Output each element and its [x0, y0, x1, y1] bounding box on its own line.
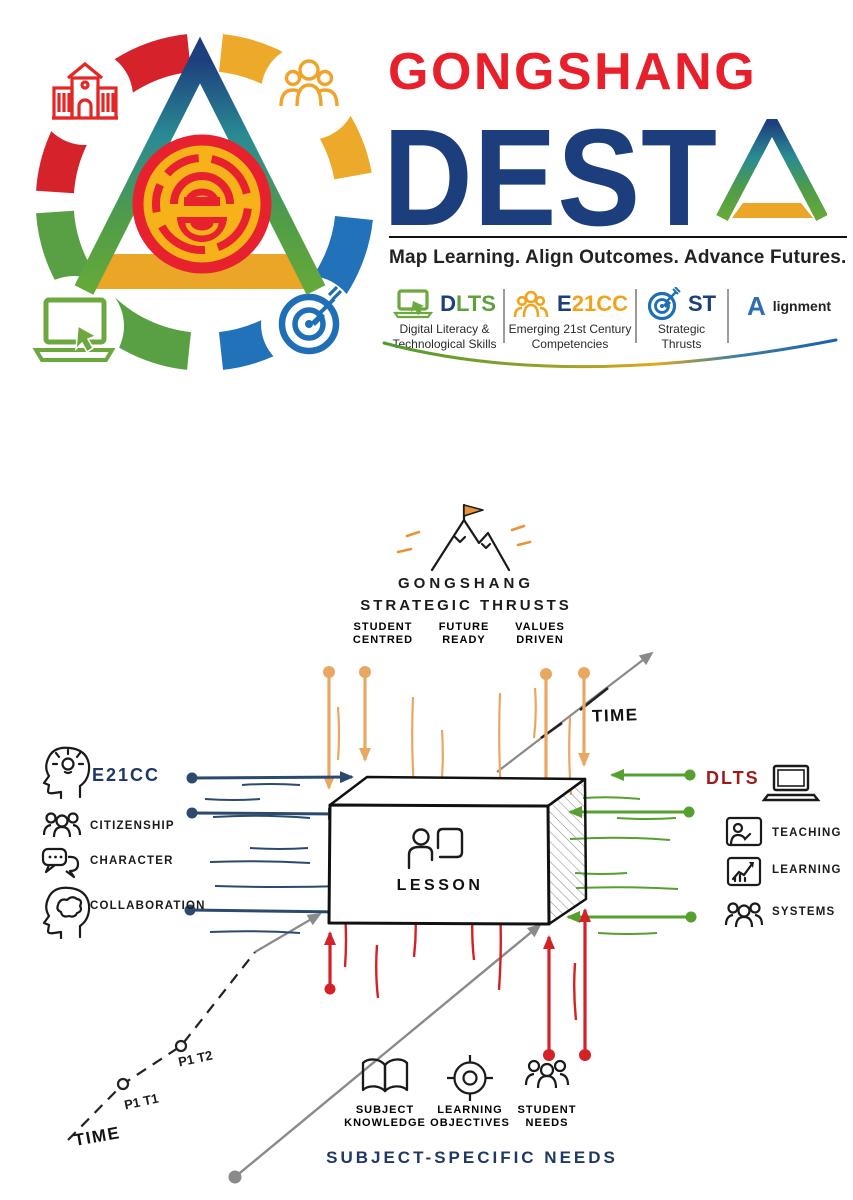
school-crest-emblem — [132, 134, 272, 274]
strategic-thrusts-title-line1: GONGSHANG — [397, 575, 535, 592]
e21cc-arrows — [184, 771, 354, 934]
mountain-flag-icon — [396, 503, 532, 572]
legend-abbr: DLTS — [440, 291, 496, 316]
collaboration-head-icon — [42, 886, 91, 940]
objectives-crosshair-icon — [447, 1055, 493, 1101]
legend-abbr: E21CC — [557, 291, 628, 316]
strategic-thrusts-title-line2: STRATEGIC THRUSTS — [360, 597, 572, 614]
target-dart-icon — [278, 285, 343, 355]
dlts-laptop-icon — [761, 764, 821, 802]
head-lightbulb-icon — [42, 746, 91, 800]
subject-specific-needs-title: SUBJECT-SPECIFIC NEEDS — [326, 1148, 618, 1167]
dlts-title: DLTS — [706, 768, 760, 788]
brand-name-desta: DEST — [383, 101, 718, 255]
dlts-item-learning: LEARNING — [772, 864, 842, 876]
lesson-box — [327, 775, 588, 926]
character-speech-icon — [41, 847, 80, 879]
systems-people-icon — [724, 902, 764, 928]
student-needs-people-icon — [524, 1059, 570, 1089]
teaching-screen-icon — [725, 816, 763, 847]
citizenship-people-icon — [42, 812, 82, 838]
community-people-icon — [279, 59, 339, 107]
legend-divider — [503, 289, 505, 343]
dlts-item-systems: SYSTEMS — [772, 906, 836, 918]
strategic-thrust-arrows — [323, 666, 590, 796]
legend-divider — [635, 289, 637, 343]
brand-name-gongshang: GONGSHANG — [388, 43, 758, 101]
laptop-cursor-icon — [32, 297, 116, 362]
time-marker-p1t1 — [116, 1077, 130, 1091]
laptop-icon — [393, 289, 434, 319]
legend-swoosh — [382, 338, 838, 369]
lesson-label: LESSON — [396, 877, 484, 894]
header-divider — [389, 236, 847, 238]
brand-tagline: Map Learning. Align Outcomes. Advance Fu… — [389, 247, 847, 268]
school-building-icon — [52, 61, 118, 120]
e21cc-item-citizenship: CITIZENSHIP — [90, 820, 175, 832]
subject-needs-arrows — [324, 902, 591, 1061]
gongshang-circular-logo — [24, 34, 373, 376]
legend-abbr: ST — [687, 291, 717, 316]
time-dashed-axis — [67, 912, 322, 1141]
time-marker-p1t2 — [174, 1039, 188, 1053]
alignment-a: A — [746, 291, 766, 321]
e21cc-item-character: CHARACTER — [90, 855, 174, 867]
alignment-rest: lignment — [772, 298, 832, 314]
legend-divider — [727, 289, 729, 343]
book-icon — [361, 1058, 409, 1093]
e21cc-title: E21CC — [92, 765, 161, 785]
target-icon — [647, 287, 681, 321]
e21cc-item-collaboration: COLLABORATION — [90, 900, 206, 912]
dlts-arrows — [566, 769, 697, 935]
legend-item-dlts: DLTS Digital Literacy &Technological Ski… — [386, 286, 503, 356]
triangle-a-glyph — [716, 119, 827, 222]
dlts-item-teaching: TEACHING — [772, 827, 842, 839]
learning-chart-icon — [726, 856, 762, 887]
time-label-top: TIME — [591, 705, 639, 726]
diagram-graphics — [41, 503, 821, 1184]
people-icon — [513, 290, 549, 318]
legend-desc: Digital Literacy &Technological Skills — [392, 322, 497, 351]
teacher-presenting-icon — [407, 827, 464, 870]
